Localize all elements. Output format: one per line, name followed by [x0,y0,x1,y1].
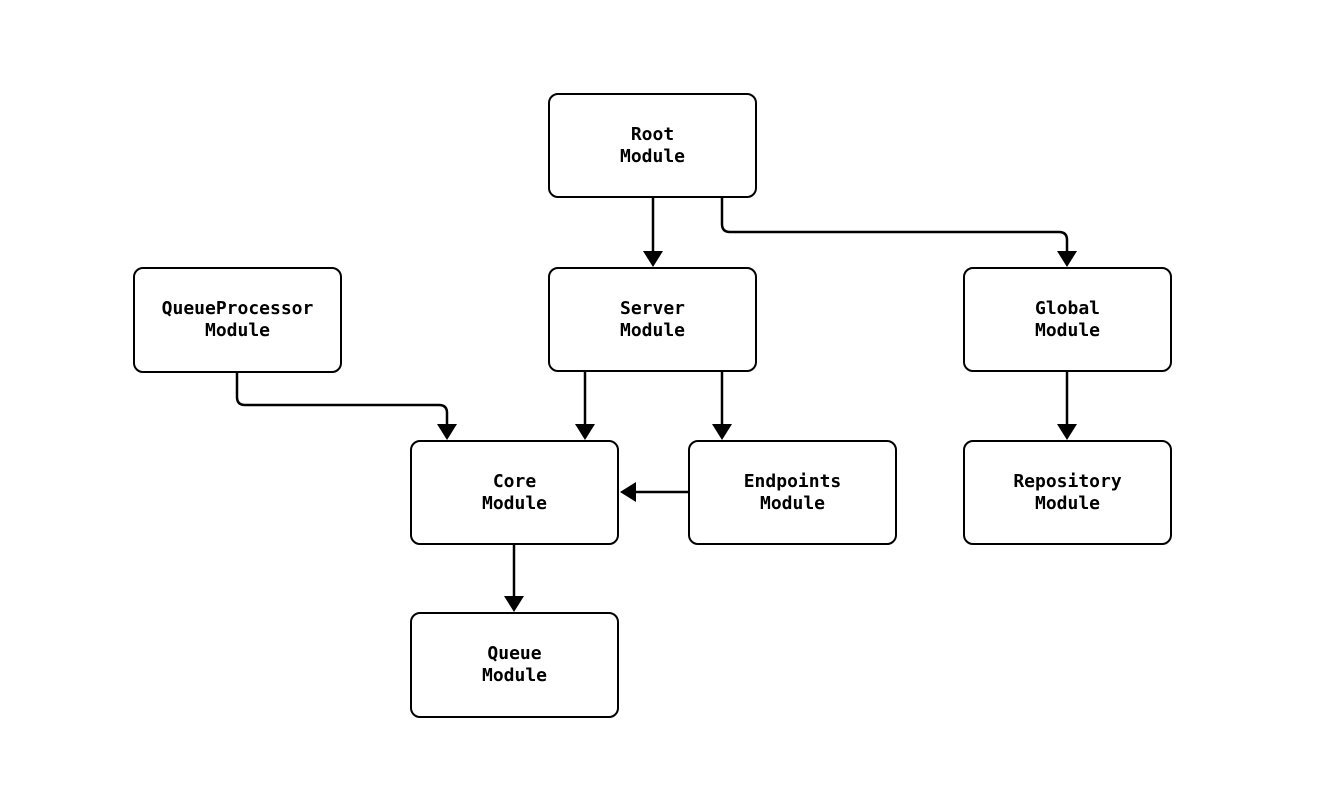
node-server-label-line: Server [619,297,686,319]
node-queueprocessor-label-line: Module [204,320,271,341]
arrowhead-queueprocessor-core [437,424,457,440]
edge-queueprocessor-core [235,373,449,427]
edge-root-global [720,198,1069,254]
node-core-label-line: Module [481,492,548,514]
node-endpoints-label-line: Module [759,492,826,514]
arrowhead-server-core [575,424,595,440]
node-queueprocessor-label-line: QueueProcessor [161,298,314,319]
node-global-label-line: Global [1034,297,1101,319]
arrowhead-core-queue [504,596,524,612]
node-repository-label-line: Module [1034,492,1101,514]
arrowhead-root-global [1057,251,1077,267]
node-queue-label-line: Module [481,665,548,686]
node-core-label-line: Core [492,470,537,492]
node-root-label-line: Root [630,123,675,145]
node-server-label-line: Module [619,319,686,341]
node-repository-label-line: Repository [1013,470,1122,492]
arrowhead-global-repository [1057,424,1077,440]
node-endpoints-label-line: Endpoints [743,470,842,492]
node-global-label-line: Module [1034,319,1101,341]
node-root-label-line: Module [619,145,686,167]
arrowhead-root-server [643,251,663,267]
arrowhead-server-endpoints [712,424,732,440]
arrowhead-endpoints-core [620,482,636,502]
node-queue-label-line: Queue [487,643,542,664]
